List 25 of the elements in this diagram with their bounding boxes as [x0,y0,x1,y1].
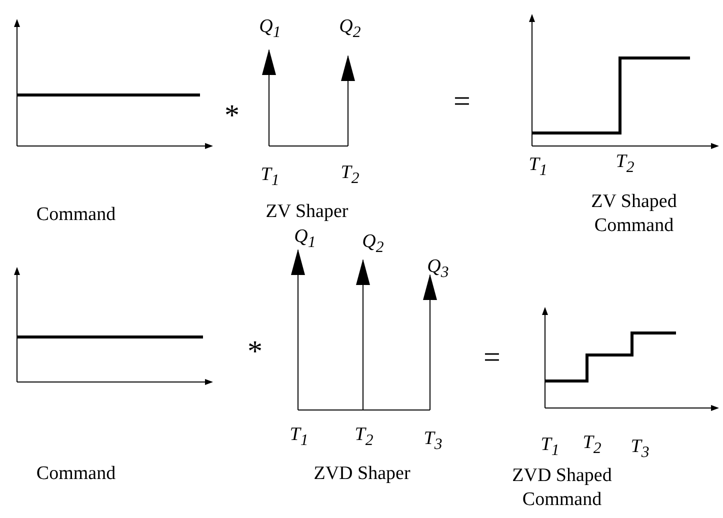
caption: ZV Shaped Command [590,190,678,238]
caption: ZVD Shaper [314,462,410,486]
time-label: T$_{1}$ [540,433,560,461]
time-label: T$_{1}$ [528,153,548,181]
impulse-amplitude-label: Q$_{3}$ [427,255,449,283]
time-label: T$_{1}$ [290,423,308,451]
operator-symbol: * [224,102,240,130]
time-label: T$_{3}$ [424,427,442,455]
caption: ZV Shaper [266,200,348,224]
time-label: T$_{2}$ [616,150,634,178]
time-label: T$_{2}$ [354,423,374,451]
operator-symbol: = [454,88,470,116]
impulse-amplitude-label: Q$_{1}$ [259,15,281,43]
caption: Command [36,203,116,227]
caption: ZVD Shaped Command [511,464,613,512]
operator-symbol: = [484,344,500,372]
caption: Command [36,462,116,486]
time-label: T$_{1}$ [260,163,280,191]
time-label: T$_{3}$ [630,435,650,463]
impulse-amplitude-label: Q$_{1}$ [294,225,316,253]
time-label: T$_{2}$ [340,161,360,189]
time-label: T$_{2}$ [582,431,602,459]
impulse-amplitude-label: Q$_{2}$ [362,230,384,258]
impulse-amplitude-label: Q$_{2}$ [339,15,361,43]
operator-symbol: * [248,338,262,366]
